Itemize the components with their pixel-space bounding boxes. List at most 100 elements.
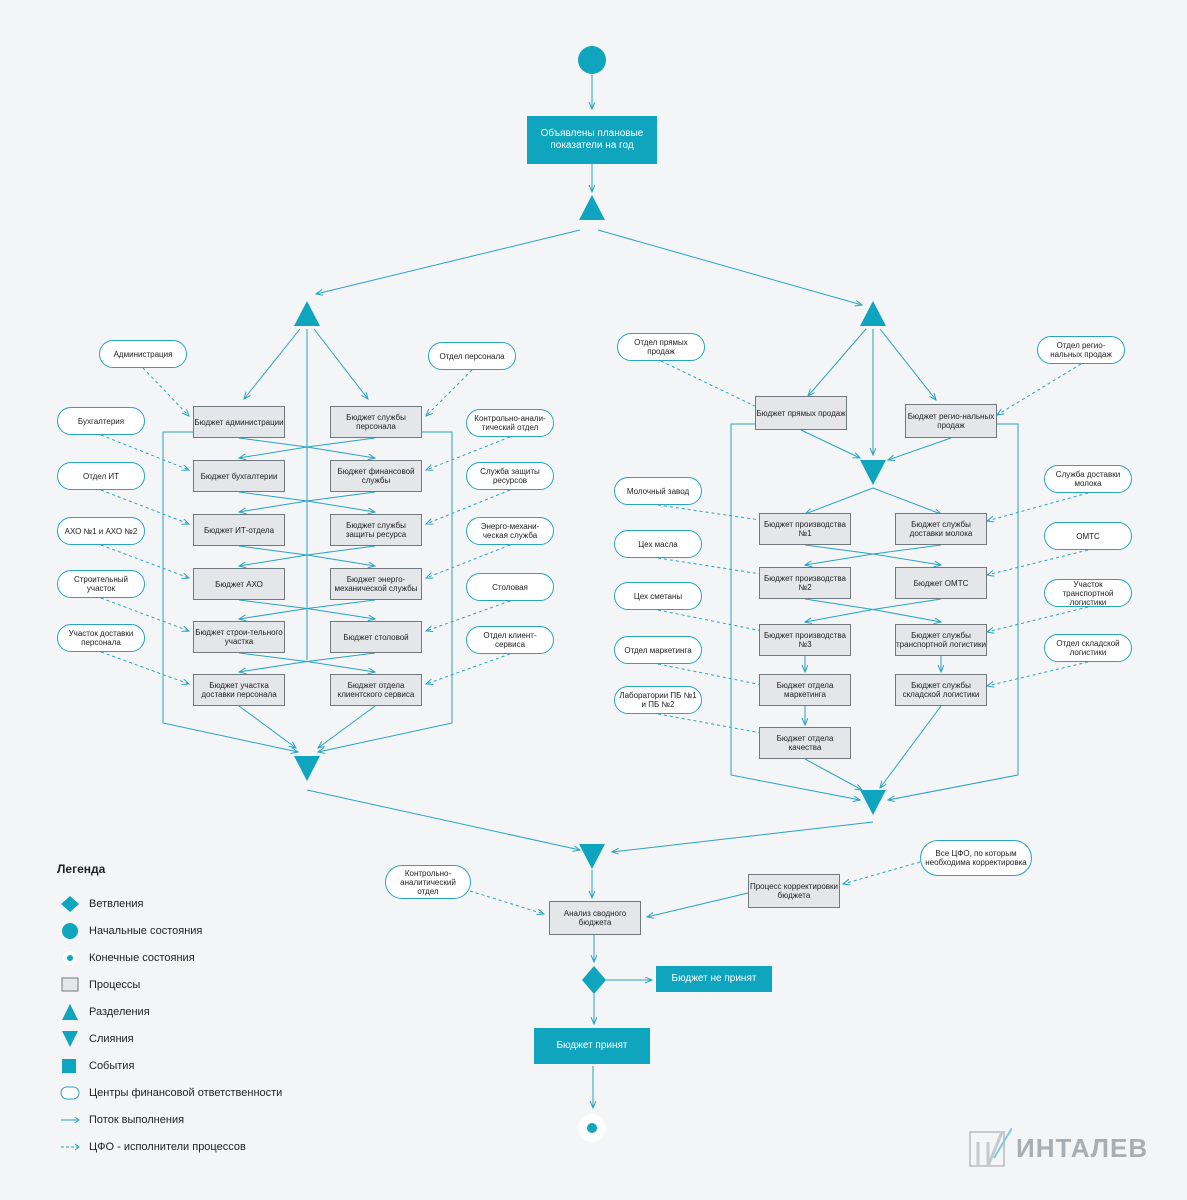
legend-item-process: Процессы [57, 971, 282, 998]
process-box: Бюджет прямых продаж [755, 396, 847, 430]
legend-label: Процессы [89, 978, 141, 991]
cfo-link-arrow [657, 557, 767, 575]
cfo-link-arrow [657, 609, 767, 632]
oval-icon [60, 1086, 80, 1099]
process-box: Бюджет службы транспортной логистики [895, 624, 987, 656]
diamond-icon [61, 895, 79, 912]
cfo-link-arrow [142, 367, 189, 416]
cfo-oval: Отдел маркетинга [614, 636, 702, 664]
cfo-oval: Лаборатории ПБ №1 и ПБ №2 [614, 686, 702, 714]
flow-arrow [318, 705, 376, 748]
cfo-oval: Цех масла [614, 530, 702, 558]
flow-arrow [162, 431, 298, 752]
correction-process-box: Процесс корректировки бюджета [748, 874, 840, 908]
end-state-icon [63, 950, 77, 965]
cfo-oval: Отдел складской логистики [1044, 634, 1132, 662]
process-box: Бюджет производства №3 [759, 624, 851, 656]
legend-item-fork: Разделения [57, 998, 282, 1025]
flow-arrow [888, 437, 952, 460]
cfo-link-arrow [100, 489, 189, 524]
flow-arrow [239, 599, 376, 619]
cfo-oval: Служба доставки молока [1044, 465, 1132, 493]
cfo-link-arrow [843, 861, 921, 884]
cfo-oval: Строительный участок [57, 570, 145, 598]
flow-arrow [239, 652, 376, 672]
flow-arrow [238, 705, 296, 748]
logo-text: ИНТАЛЕВ [1016, 1132, 1149, 1163]
legend-label: Ветвления [89, 897, 144, 910]
arrow-icon [61, 1116, 80, 1123]
process-box: Бюджет отдела качества [759, 727, 851, 759]
event-budget-accepted: Бюджет принят [534, 1028, 650, 1064]
flow-arrow [244, 328, 301, 399]
cfo-link-arrow [100, 597, 189, 631]
flow-arrow [805, 598, 942, 622]
legend-label: Начальные состояния [89, 924, 203, 937]
cfo-oval: Цех сметаны [614, 582, 702, 610]
cfo-link-arrow [660, 360, 763, 410]
process-box: Бюджет службы доставки молока [895, 513, 987, 545]
legend-label: ЦФО - исполнители процессов [89, 1140, 246, 1153]
main-join [579, 844, 605, 869]
cfo-oval: Отдел ИТ [57, 462, 145, 490]
legend-item-initial: Начальные состояния [57, 917, 282, 944]
square-icon [62, 1058, 76, 1073]
cfo-link-arrow [426, 600, 511, 631]
flow-arrow [239, 491, 376, 512]
triangle-up-icon [62, 1003, 78, 1020]
flow-arrow [888, 423, 1019, 800]
end-state-dot [587, 1123, 597, 1133]
cfo-oval: Контрольно-анали-тический отдел [466, 409, 554, 437]
flow-arrow [306, 789, 580, 850]
cfo-link-arrow [657, 504, 767, 521]
legend-label: Конечные состояния [89, 951, 195, 964]
legend-item-final: Конечные состояния [57, 944, 282, 971]
legend-item-event: События [57, 1052, 282, 1079]
cfo-link-arrow [987, 492, 1089, 521]
triangle-down-icon [62, 1030, 78, 1047]
process-box: Бюджет службы защиты ресурса [330, 514, 422, 546]
flow-arrow [880, 705, 942, 788]
process-box: Бюджет администрации [193, 406, 285, 438]
legend: Легенда Ветвления Начальные состояния Ко… [57, 862, 282, 1160]
flow-arrow [872, 487, 941, 514]
legend-item-join: Слияния [57, 1025, 282, 1052]
flow-arrow [805, 544, 942, 565]
event-budget-rejected: Бюджет не принят [656, 966, 772, 992]
cfo-link-arrow [657, 663, 767, 686]
process-box: Бюджет производства №2 [759, 567, 851, 599]
process-box: Бюджет столовой [330, 621, 422, 653]
process-box: Бюджет службы складской логистики [895, 674, 987, 706]
cfo-link-arrow [426, 653, 511, 684]
cfo-oval: Отдел прямых продаж [617, 333, 705, 361]
right-fork [860, 301, 886, 326]
flow-arrow [804, 758, 862, 790]
process-box: Бюджет отдела маркетинга [759, 674, 851, 706]
flow-arrow [879, 328, 936, 400]
cfo-oval: Молочный завод [614, 477, 702, 505]
right-join-bottom [860, 790, 886, 815]
flow-arrow [597, 229, 862, 305]
legend-item-flow: Поток выполнения [57, 1106, 282, 1133]
flow-arrow [239, 437, 376, 458]
cfo-oval: Столовая [466, 573, 554, 601]
cfo-oval: Участок доставки персонала [57, 624, 145, 652]
process-box: Бюджет энерго-механической службы [330, 568, 422, 600]
legend-label: Разделения [89, 1005, 150, 1018]
cfo-oval: Отдел регио-нальных продаж [1037, 336, 1125, 364]
flow-arrow [730, 423, 860, 800]
logo-mark-icon [969, 1128, 1012, 1167]
process-box: Бюджет финансовой службы [330, 460, 422, 492]
cfo-oval: АХО №1 и АХО №2 [57, 517, 145, 545]
legend-title: Легенда [57, 862, 106, 876]
cfo-link-arrow [657, 713, 767, 734]
flow-arrow [316, 229, 581, 294]
flow-arrow [647, 892, 749, 917]
right-join-top [860, 460, 886, 485]
cfo-oval: Администрация [99, 340, 187, 368]
decision-diamond [582, 966, 606, 994]
process-box: Бюджет АХО [193, 568, 285, 600]
flow-arrow [313, 328, 368, 399]
process-box: Бюджет регио-нальных продаж [905, 404, 997, 438]
cfo-oval: Все ЦФО, по которым необходима корректир… [920, 840, 1032, 876]
